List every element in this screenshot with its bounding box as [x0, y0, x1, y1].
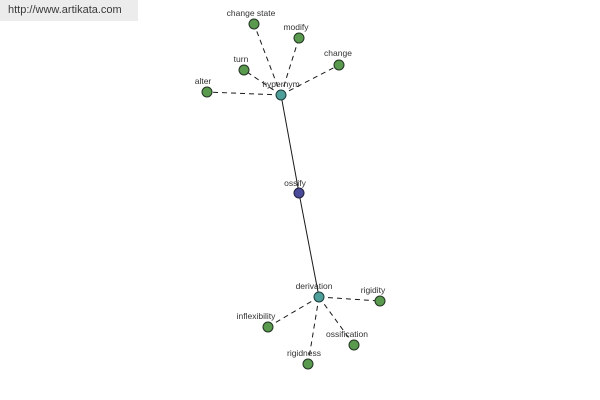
node-change-state[interactable] — [248, 18, 260, 30]
label-ossification: ossification — [326, 329, 368, 339]
graph-labels: ossify hypernym derivation change state … — [195, 8, 386, 358]
label-change: change — [324, 48, 352, 58]
node-hypernym[interactable] — [275, 89, 287, 101]
edge-hypernym-change-state — [253, 23, 282, 96]
node-rigidness[interactable] — [302, 358, 314, 370]
label-hypernym: hypernym — [262, 79, 299, 89]
node-change[interactable] — [333, 59, 345, 71]
edge-hypernym-alter — [206, 91, 282, 96]
edge-center-derivation — [298, 192, 320, 298]
label-inflexibility: inflexibility — [237, 311, 276, 321]
edge-hypernym-turn — [243, 69, 282, 96]
edge-hypernym-modify — [280, 37, 300, 96]
graph-edges — [206, 23, 381, 365]
label-alter: alter — [195, 76, 212, 86]
node-rigidity[interactable] — [374, 295, 386, 307]
node-derivation[interactable] — [313, 291, 325, 303]
label-rigidness: rigidness — [287, 348, 321, 358]
label-ossify: ossify — [284, 178, 306, 188]
watermark-url[interactable]: http://www.artikata.com — [0, 0, 138, 21]
node-ossify[interactable] — [293, 187, 305, 199]
label-turn: turn — [234, 54, 249, 64]
node-inflexibility[interactable] — [262, 321, 274, 333]
edge-derivation-rigidity — [318, 296, 381, 302]
node-ossification[interactable] — [348, 339, 360, 351]
edge-center-hypernym — [280, 94, 300, 194]
node-alter[interactable] — [201, 86, 213, 98]
graph-nodes — [201, 18, 386, 370]
label-rigidity: rigidity — [361, 285, 386, 295]
node-turn[interactable] — [238, 64, 250, 76]
edge-derivation-rigidness — [307, 296, 320, 365]
edge-hypernym-change — [280, 64, 340, 96]
label-change-state: change state — [227, 8, 276, 18]
label-modify: modify — [283, 22, 309, 32]
edge-derivation-inflexibility — [267, 296, 320, 328]
node-modify[interactable] — [293, 32, 305, 44]
edge-derivation-ossification — [318, 296, 355, 346]
label-derivation: derivation — [296, 281, 333, 291]
